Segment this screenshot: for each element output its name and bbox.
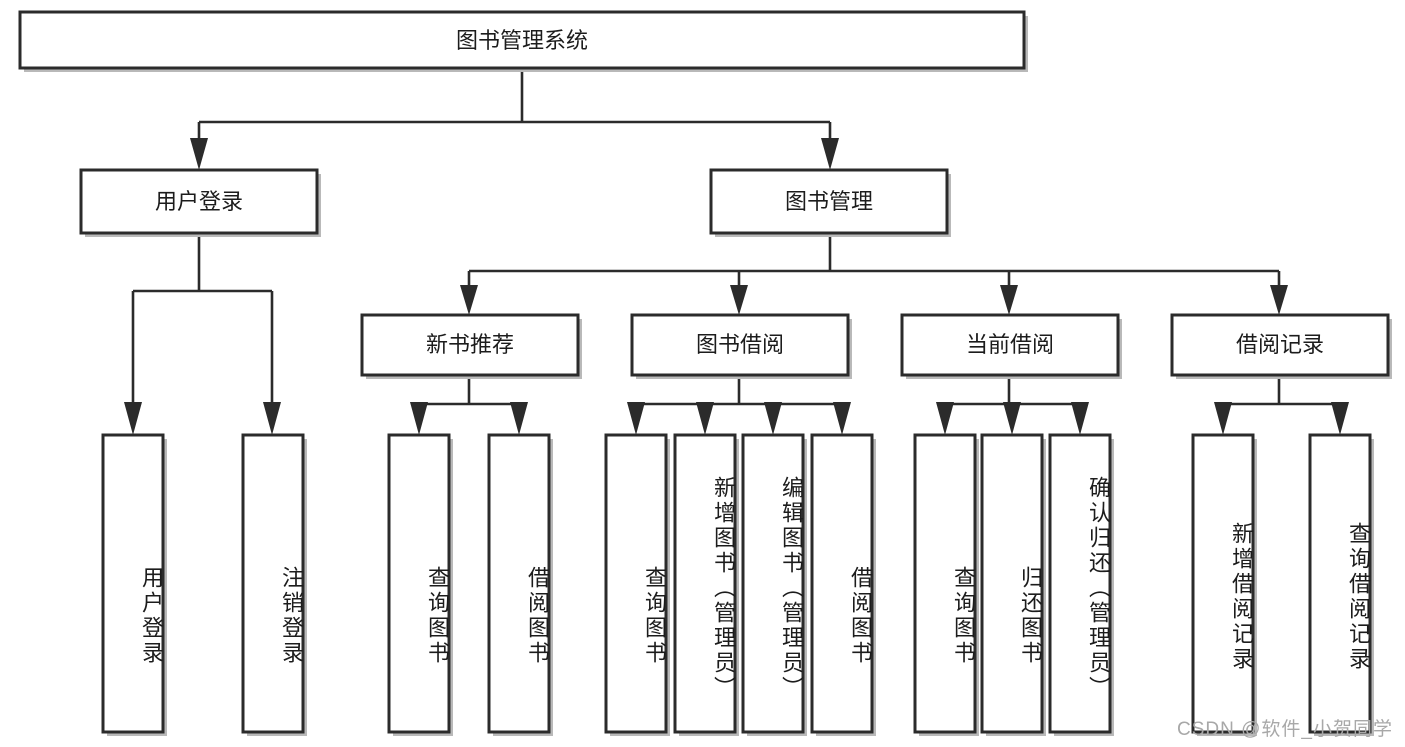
- node-label: 图书借阅: [696, 332, 784, 357]
- node-rect: [980, 433, 1044, 734]
- node-rect: [810, 433, 874, 734]
- node-rect: [79, 168, 319, 235]
- node-rect: [709, 168, 949, 235]
- node-label: 图书管理系统: [456, 28, 588, 53]
- node-rect: [1191, 433, 1255, 734]
- arrowhead-leaf-query-book-2: [627, 402, 645, 435]
- node-rect: [360, 313, 580, 377]
- node-book-manage[interactable]: 图书管理: [709, 168, 951, 237]
- node-leaf-query-book-1[interactable]: [387, 433, 453, 736]
- node-leaf-return-book[interactable]: [980, 433, 1046, 736]
- node-leaf-query-record[interactable]: [1308, 433, 1374, 736]
- arrowhead-leaf-logout-login: [263, 402, 281, 435]
- node-leaf-query-book-3[interactable]: [913, 433, 979, 736]
- node-label: 图书管理: [785, 189, 873, 214]
- node-leaf-user-login[interactable]: [101, 433, 167, 736]
- arrowhead-leaf-edit-book: [764, 402, 782, 435]
- node-rect: [1170, 313, 1390, 377]
- arrowhead-leaf-return-book: [1003, 402, 1021, 435]
- node-borrow-record[interactable]: 借阅记录: [1170, 313, 1392, 379]
- csdn-watermark: CSDN @软件_小贺同学: [1177, 719, 1393, 740]
- node-label: 借阅记录: [1236, 332, 1324, 357]
- node-rect: [487, 433, 551, 734]
- arrowhead-leaf-query-book-1: [410, 402, 428, 435]
- node-rect: [387, 433, 451, 734]
- node-leaf-borrow-book-1[interactable]: [487, 433, 553, 736]
- node-user-login[interactable]: 用户登录: [79, 168, 321, 237]
- arrowhead-new-book-recommend: [460, 285, 478, 315]
- connector-group: [124, 68, 1349, 435]
- arrowhead-leaf-user-login: [124, 402, 142, 435]
- node-rect: [1308, 433, 1372, 734]
- node-rect: [741, 433, 805, 734]
- arrowhead-leaf-borrow-book-2: [833, 402, 851, 435]
- node-leaf-logout-login[interactable]: [241, 433, 307, 736]
- arrowhead-leaf-add-book: [696, 402, 714, 435]
- arrowhead-borrow-record: [1270, 285, 1288, 315]
- node-current-borrow[interactable]: 当前借阅: [900, 313, 1122, 379]
- arrowhead-user-login: [190, 138, 208, 170]
- arrowhead-leaf-confirm-return: [1071, 402, 1089, 435]
- arrowhead-leaf-query-record: [1331, 402, 1349, 435]
- node-leaf-borrow-book-2[interactable]: [810, 433, 876, 736]
- node-leaf-add-book[interactable]: [673, 433, 739, 736]
- node-rect: [913, 433, 977, 734]
- node-label: 新书推荐: [426, 332, 514, 357]
- node-leaf-add-record[interactable]: [1191, 433, 1257, 736]
- node-rect: [18, 10, 1026, 70]
- arrowhead-book-manage: [821, 138, 839, 170]
- node-rect: [673, 433, 737, 734]
- node-book-borrow[interactable]: 图书借阅: [630, 313, 852, 379]
- node-rect: [1048, 433, 1112, 734]
- node-book-management-system[interactable]: 图书管理系统: [18, 10, 1028, 72]
- node-rect: [630, 313, 850, 377]
- node-rect: [241, 433, 305, 734]
- arrowhead-leaf-borrow-book-1: [510, 402, 528, 435]
- node-label: 当前借阅: [966, 332, 1054, 357]
- node-leaf-query-book-2[interactable]: [604, 433, 670, 736]
- arrowhead-book-borrow: [730, 285, 748, 315]
- node-leaf-edit-book[interactable]: [741, 433, 807, 736]
- node-leaf-confirm-return[interactable]: [1048, 433, 1114, 736]
- node-rect: [604, 433, 668, 734]
- node-label: 用户登录: [155, 189, 243, 214]
- node-rect: [101, 433, 165, 734]
- node-new-book-recommend[interactable]: 新书推荐: [360, 313, 582, 379]
- arrowhead-leaf-query-book-3: [936, 402, 954, 435]
- node-rect: [900, 313, 1120, 377]
- arrowhead-leaf-add-record: [1214, 402, 1232, 435]
- arrowhead-current-borrow: [1000, 285, 1018, 315]
